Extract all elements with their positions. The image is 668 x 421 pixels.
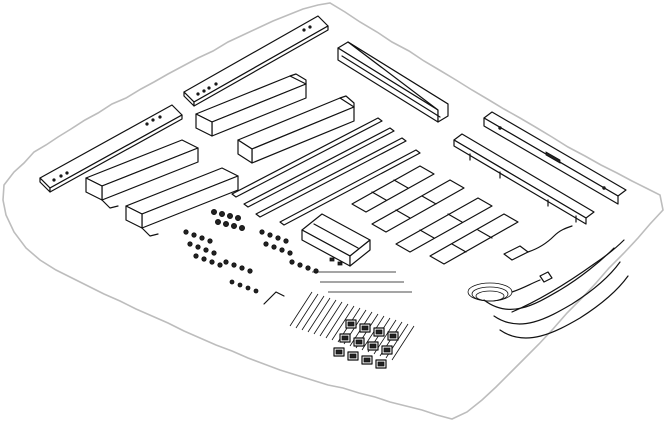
leg-column-d bbox=[125, 167, 239, 237]
handset-controller bbox=[503, 225, 573, 261]
side-bracket-b bbox=[483, 111, 627, 205]
leg-column-b bbox=[237, 95, 355, 164]
side-bracket-a bbox=[337, 41, 449, 123]
cable-clips bbox=[333, 319, 399, 369]
ladder-frame-a bbox=[351, 165, 435, 213]
screws bbox=[183, 208, 319, 294]
ladder-frame-d bbox=[429, 213, 519, 265]
leg-column-a bbox=[195, 73, 307, 137]
control-box bbox=[301, 213, 371, 267]
ladder-frame-c bbox=[395, 197, 493, 253]
crossbeam-upper bbox=[183, 15, 329, 107]
ladder-frame-b bbox=[371, 179, 465, 233]
allen-key bbox=[263, 291, 285, 305]
crossbeam-lower bbox=[39, 104, 183, 193]
leg-column-c bbox=[85, 139, 199, 209]
motor-cables bbox=[483, 239, 629, 339]
power-cord bbox=[467, 271, 553, 302]
angle-bar-a bbox=[453, 133, 595, 225]
rails bbox=[231, 117, 421, 226]
